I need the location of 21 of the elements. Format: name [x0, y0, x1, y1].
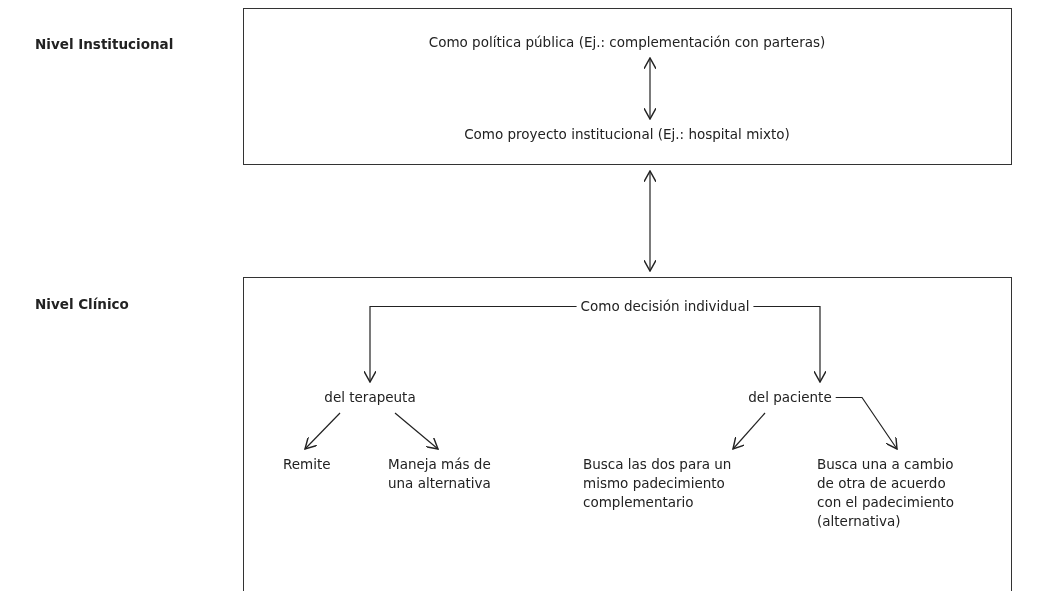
node-text: Busca una a cambio de otra de acuerdo con el padecimiento (alternativa) — [817, 455, 965, 531]
arrow — [643, 170, 657, 272]
node-text: Como decisión individual — [580, 297, 750, 316]
node-text: Remite — [283, 455, 363, 474]
node-text: del paciente — [748, 388, 832, 407]
arrow — [363, 305, 578, 383]
arrow — [835, 396, 898, 450]
node-text: Maneja más de una alternativa — [388, 455, 518, 493]
arrow — [394, 412, 439, 450]
level-panel — [243, 277, 1012, 591]
arrow — [752, 305, 827, 383]
level-panel — [243, 8, 1012, 165]
node-text: Busca las dos para un mismo padecimiento complementario — [583, 455, 755, 512]
level-heading: Nivel Institucional — [35, 36, 174, 52]
arrow — [643, 57, 657, 120]
node-text: Como proyecto institucional (Ej.: hospital mixto) — [464, 125, 790, 144]
arrow — [732, 412, 766, 450]
arrow — [304, 412, 341, 450]
node-text: Como política pública (Ej.: complementación con parteras) — [428, 33, 826, 52]
node-text: del terapeuta — [324, 388, 416, 407]
level-heading: Nivel Clínico — [35, 296, 129, 312]
